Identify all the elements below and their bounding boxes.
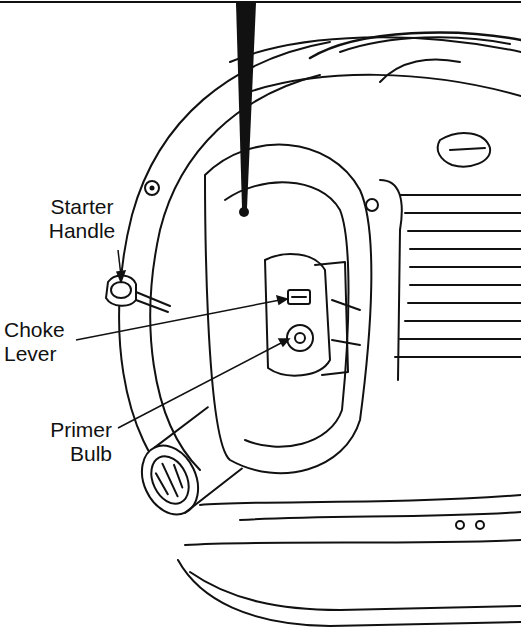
base-top xyxy=(185,540,521,545)
part-label: Primer Bulb xyxy=(30,418,112,466)
part-label: Starter Handle xyxy=(38,195,126,243)
top-shroud xyxy=(230,37,521,62)
pointed-screw xyxy=(239,207,249,217)
leader-line xyxy=(76,300,280,340)
part-label: Choke Lever xyxy=(4,318,74,366)
control-recess-wall xyxy=(315,262,348,375)
engine-edge xyxy=(380,180,402,380)
pointer xyxy=(236,3,256,208)
cooling-fin xyxy=(400,194,521,196)
fuel-cap xyxy=(438,133,490,166)
shroud-contour xyxy=(380,59,460,82)
housing-screw xyxy=(145,181,159,195)
leader-arrowhead xyxy=(279,339,289,346)
primer-bulb xyxy=(287,325,313,351)
shroud-screw xyxy=(366,199,378,211)
leader-line xyxy=(118,342,283,428)
front-cover-edge xyxy=(225,182,349,446)
starter-rope xyxy=(136,292,170,312)
leader-arrowhead xyxy=(117,271,125,282)
lower-body xyxy=(200,495,521,505)
handle-edge xyxy=(340,37,510,52)
handle xyxy=(310,33,521,58)
blower-nozzle xyxy=(125,405,248,524)
frame-edge xyxy=(0,1,521,3)
base-foot xyxy=(178,560,521,626)
cover-detail xyxy=(332,300,360,345)
leader-arrowhead xyxy=(277,296,287,304)
control-recess xyxy=(265,254,330,376)
choke-lever xyxy=(288,290,310,304)
fuel-cap-detail xyxy=(450,148,485,150)
top-shroud-inner xyxy=(240,75,521,96)
front-cover xyxy=(205,145,371,474)
